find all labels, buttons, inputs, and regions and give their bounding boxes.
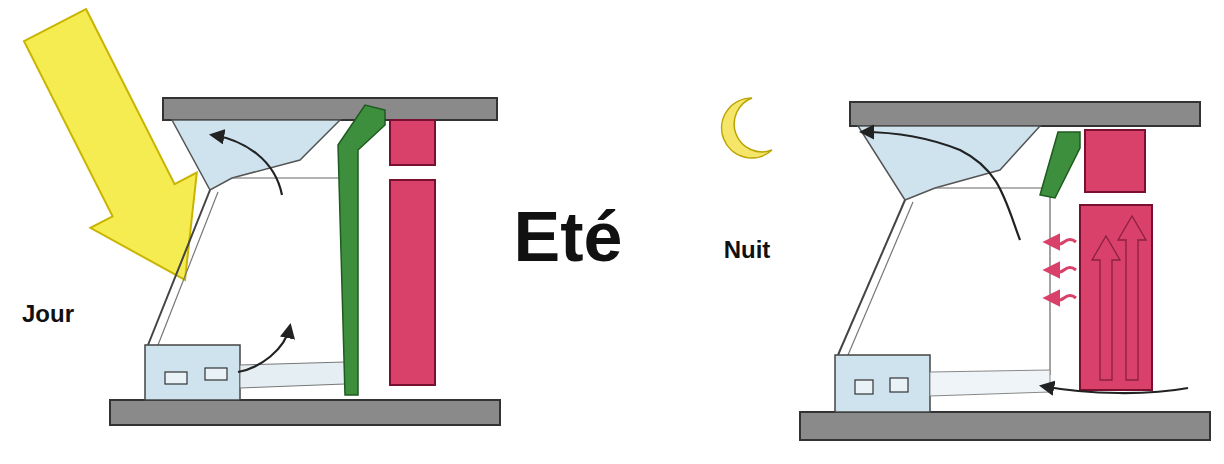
inner-frame [1049, 195, 1050, 375]
time-of-day-label: Jour [22, 301, 74, 327]
vent [855, 380, 873, 394]
glazing [148, 190, 210, 345]
upward-arrow-outline [1118, 216, 1146, 380]
mass-wall [390, 120, 435, 165]
vent [890, 378, 908, 392]
heat-wave-arrow [1046, 240, 1076, 245]
glazing [838, 200, 905, 355]
mass-wall [1080, 205, 1152, 390]
inner-frame [232, 177, 345, 178]
vent [205, 368, 227, 380]
glazing [848, 202, 913, 355]
air-flow-arrow [212, 135, 282, 195]
heat-wave-arrow [1046, 268, 1076, 273]
season-title-holder: Eté [514, 199, 623, 276]
air-flow-arrow [1042, 386, 1188, 393]
moon [722, 98, 772, 158]
green-blind [338, 105, 385, 395]
glazing [158, 192, 218, 345]
season-title: Eté [514, 199, 623, 276]
floor-slab [800, 412, 1210, 440]
floor-slab [110, 400, 500, 425]
time-of-day-label-holder: Nuit [724, 237, 771, 263]
time-of-day-label: Nuit [724, 237, 771, 263]
mass-wall [390, 180, 435, 385]
heat-wave-arrow [1046, 296, 1076, 301]
upper-air-zone [858, 126, 1040, 200]
green-blind [1040, 132, 1080, 198]
time-of-day-label-holder: Jour [22, 301, 74, 327]
sun-arrow [24, 9, 197, 280]
upper-air-zone [172, 120, 340, 190]
inner-frame [935, 187, 1045, 188]
ceiling-slab [850, 102, 1200, 126]
vent [165, 372, 187, 384]
mass-wall [1085, 130, 1145, 192]
lower-vent-box [145, 345, 240, 400]
lower-vent-box [835, 355, 930, 412]
air-flow-arrow [862, 132, 1020, 240]
upward-arrow-outline [1092, 236, 1120, 380]
air-flow-arrow [238, 326, 290, 372]
lower-air-zone [930, 370, 1050, 396]
ceiling-slab [163, 98, 497, 120]
